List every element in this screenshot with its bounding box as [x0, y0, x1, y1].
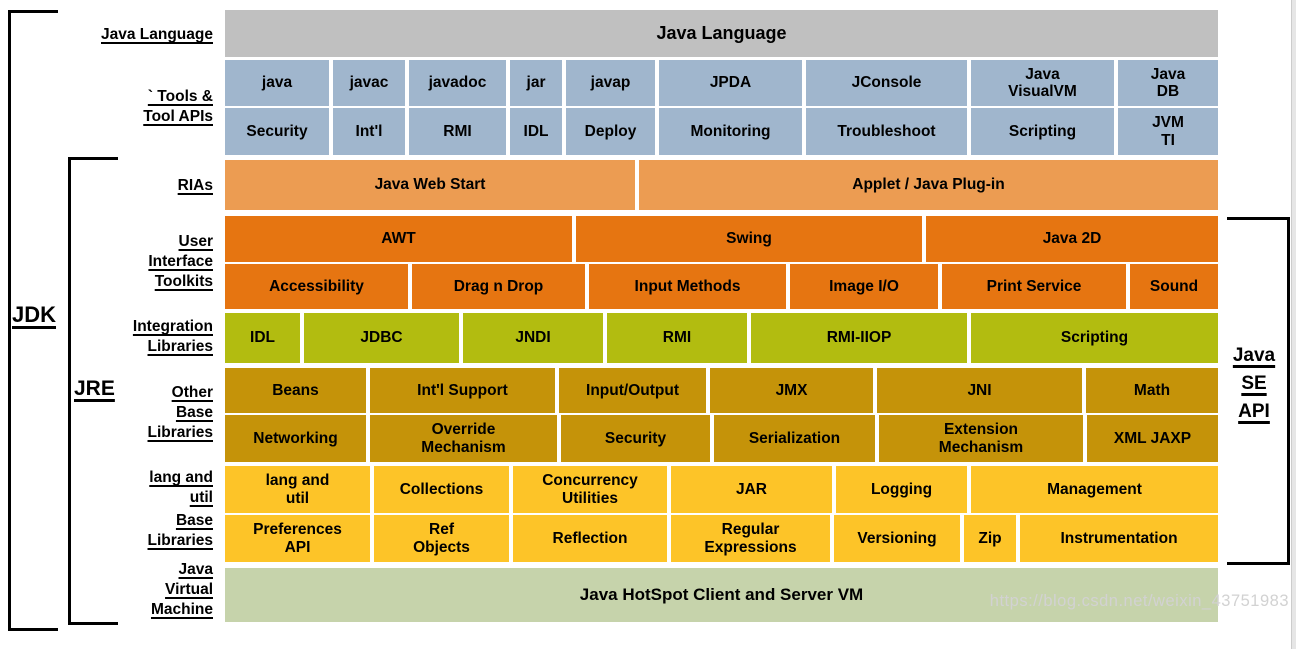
cell-java-hotspot-client-and-server-vm: Java HotSpot Client and Server VM [225, 568, 1218, 622]
cell-logging: Logging [836, 466, 967, 513]
cell-security: Security [561, 415, 710, 462]
cell-management: Management [971, 466, 1218, 513]
jre-bracket-stem [68, 157, 71, 625]
cell-idl: IDL [510, 108, 562, 155]
java-se-api-bracket-bottom-tick [1227, 562, 1290, 565]
jre-bracket-bottom-tick [68, 622, 118, 625]
cell-javadoc: javadoc [409, 60, 506, 106]
cell-applet-java-plug-in: Applet / Java Plug-in [639, 160, 1218, 210]
cell-sound: Sound [1130, 264, 1218, 309]
jre-bracket-top-tick [68, 157, 118, 160]
cell-deploy: Deploy [566, 108, 655, 155]
cell-rmi-iiop: RMI-IIOP [751, 313, 967, 363]
cell-jar: JAR [671, 466, 832, 513]
cell-collections: Collections [374, 466, 509, 513]
label-lang-and-util: lang and util [149, 469, 213, 506]
java-se-api-bracket-top-tick [1227, 217, 1290, 220]
jdk-bracket-top-tick [8, 10, 58, 13]
cell-xml-jaxp: XML JAXP [1087, 415, 1218, 462]
cell-jdbc: JDBC [304, 313, 459, 363]
jdk-bracket-stem [8, 10, 11, 631]
cell-java-visualvm: Java VisualVM [971, 60, 1114, 106]
cell-swing: Swing [576, 216, 922, 262]
cell-print-service: Print Service [942, 264, 1126, 309]
cell-accessibility: Accessibility [225, 264, 408, 309]
label-other-base-libraries: Other Base Libraries [147, 384, 213, 441]
cell-rmi: RMI [607, 313, 747, 363]
watermark-url: https://blog.csdn.net/weixin_43751983 [989, 592, 1289, 610]
cell-jvm-ti: JVM TI [1118, 108, 1218, 155]
cell-troubleshoot: Troubleshoot [806, 108, 967, 155]
label-integration-libraries: Integration Libraries [132, 318, 213, 355]
cell-extension-mechanism: Extension Mechanism [879, 415, 1083, 462]
label-rias: RIAs [177, 177, 213, 194]
cell-input-methods: Input Methods [589, 264, 786, 309]
cell-javap: javap [566, 60, 655, 106]
cell-scripting: Scripting [971, 313, 1218, 363]
cell-networking: Networking [225, 415, 366, 462]
window-edge-strip [1291, 0, 1296, 649]
jdk-bracket-bottom-tick [8, 628, 58, 631]
cell-lang-and-util: lang and util [225, 466, 370, 513]
java-se-api-bracket-stem [1287, 217, 1290, 565]
cell-jpda: JPDA [659, 60, 802, 106]
label-java-language: Java Language [101, 26, 213, 43]
cell-concurrency-utilities: Concurrency Utilities [513, 466, 667, 513]
cell-int-l-support: Int'l Support [370, 368, 555, 413]
cell-input-output: Input/Output [559, 368, 706, 413]
row-java-language-header: Java Language [225, 10, 1218, 57]
label-user-interface-toolkits: User Interface Toolkits [148, 233, 213, 290]
cell-jconsole: JConsole [806, 60, 967, 106]
cell-regular-expressions: Regular Expressions [671, 515, 830, 562]
cell-preferences-api: Preferences API [225, 515, 370, 562]
cell-serialization: Serialization [714, 415, 875, 462]
cell-javac: javac [333, 60, 405, 106]
cell-image-i-o: Image I/O [790, 264, 938, 309]
label-tools-tool-apis: ` Tools & Tool APIs [143, 88, 213, 125]
cell-versioning: Versioning [834, 515, 960, 562]
cell-override-mechanism: Override Mechanism [370, 415, 557, 462]
cell-math: Math [1086, 368, 1218, 413]
cell-rmi: RMI [409, 108, 506, 155]
cell-monitoring: Monitoring [659, 108, 802, 155]
label-java-virtual-machine: Java Virtual Machine [150, 561, 213, 618]
label-base-libraries: Base Libraries [147, 512, 213, 549]
cell-java-language: Java Language [225, 10, 1218, 57]
cell-java: java [225, 60, 329, 106]
cell-awt: AWT [225, 216, 572, 262]
cell-java-web-start: Java Web Start [225, 160, 635, 210]
jre-label: JRE [74, 377, 115, 400]
cell-java-2d: Java 2D [926, 216, 1218, 262]
cell-java-db: Java DB [1118, 60, 1218, 106]
cell-instrumentation: Instrumentation [1020, 515, 1218, 562]
cell-jni: JNI [877, 368, 1082, 413]
java-se-api-label: Java SE API [1232, 345, 1276, 422]
row-jvm-row: Java HotSpot Client and Server VM [225, 568, 1218, 622]
cell-zip: Zip [964, 515, 1016, 562]
cell-scripting: Scripting [971, 108, 1114, 155]
cell-idl: IDL [225, 313, 300, 363]
cell-security: Security [225, 108, 329, 155]
cell-ref-objects: Ref Objects [374, 515, 509, 562]
cell-jmx: JMX [710, 368, 873, 413]
cell-jar: jar [510, 60, 562, 106]
cell-reflection: Reflection [513, 515, 667, 562]
cell-drag-n-drop: Drag n Drop [412, 264, 585, 309]
cell-int-l: Int'l [333, 108, 405, 155]
cell-jndi: JNDI [463, 313, 603, 363]
cell-beans: Beans [225, 368, 366, 413]
jdk-label: JDK [12, 302, 57, 327]
